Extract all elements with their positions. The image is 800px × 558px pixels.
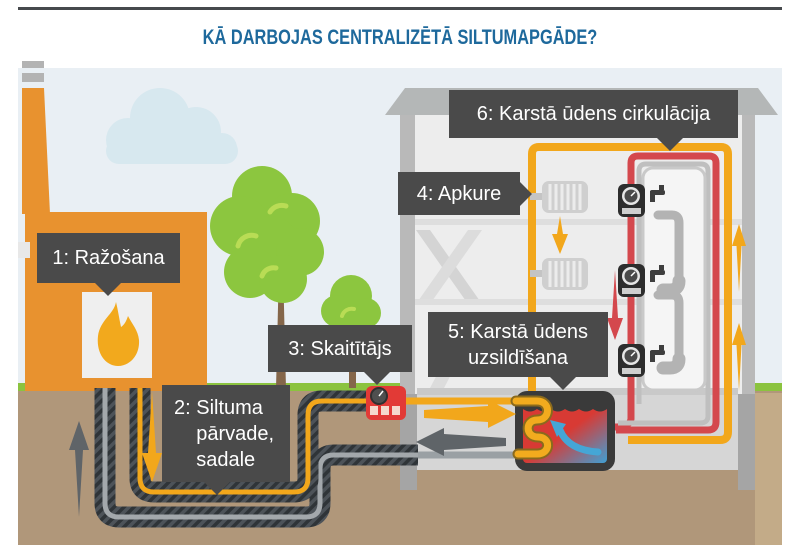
chimney-stripe bbox=[22, 61, 44, 68]
grass-right bbox=[753, 383, 782, 393]
arrow-down-icon bbox=[607, 270, 623, 340]
apartment-fixtures bbox=[618, 184, 686, 377]
arrow-down-icon bbox=[142, 391, 162, 482]
faucet-icon bbox=[650, 345, 665, 362]
foundation-column bbox=[738, 394, 755, 490]
heat-meter-device bbox=[366, 386, 406, 420]
floor-line bbox=[415, 219, 742, 225]
radiator-icon bbox=[530, 181, 588, 213]
radiator-icon bbox=[530, 258, 588, 290]
supply-pipe-core bbox=[137, 388, 366, 495]
heating-loop-pipe bbox=[528, 143, 732, 444]
floor-line bbox=[415, 299, 742, 305]
plant-window bbox=[18, 242, 30, 258]
cold-water-arrow bbox=[556, 426, 602, 456]
water-meter-icon bbox=[618, 184, 645, 217]
label-transmission: 2: Siltuma pārvade, sadale bbox=[162, 385, 290, 495]
faucet-icon bbox=[650, 265, 665, 282]
label-production: 1: Ražošana bbox=[37, 233, 180, 296]
label-heating: 4: Apkure bbox=[398, 172, 532, 215]
arrow-down-icon bbox=[552, 216, 568, 254]
arrow-right-icon bbox=[424, 400, 516, 428]
water-meter-icon bbox=[618, 344, 645, 377]
underground-pipes bbox=[94, 388, 418, 528]
tree-icon bbox=[210, 166, 324, 389]
building-right-wall bbox=[742, 115, 755, 394]
arrow-up-icon bbox=[732, 323, 746, 391]
return-pipe-core bbox=[102, 388, 418, 520]
label-hot-water-heating: 5: Karstā ūdens uzsildīšana bbox=[428, 312, 608, 390]
faucet-icon bbox=[650, 185, 665, 202]
water-meter-icon bbox=[618, 264, 645, 297]
page-title: KĀ DARBOJAS CENTRALIZĒTĀ SILTUMAPGĀDE? bbox=[202, 26, 598, 49]
arrow-up-icon bbox=[69, 421, 89, 517]
label-meter: 3: Skaitītājs bbox=[268, 325, 412, 385]
label-hot-water-circulation: 6: Karstā ūdens cirkulācija bbox=[449, 90, 738, 151]
arrow-left-icon bbox=[416, 428, 506, 456]
chimney bbox=[22, 88, 50, 214]
shower-icon bbox=[653, 210, 686, 297]
top-divider bbox=[18, 7, 782, 10]
heat-exchanger bbox=[510, 391, 615, 471]
soil-right bbox=[755, 393, 782, 545]
shower-icon bbox=[653, 290, 686, 375]
arrow-up-icon bbox=[732, 224, 746, 292]
cloud-icon bbox=[106, 88, 238, 164]
flame-icon bbox=[97, 302, 140, 366]
chimney-stripe bbox=[22, 73, 44, 82]
cold-water-pipe bbox=[618, 161, 711, 426]
